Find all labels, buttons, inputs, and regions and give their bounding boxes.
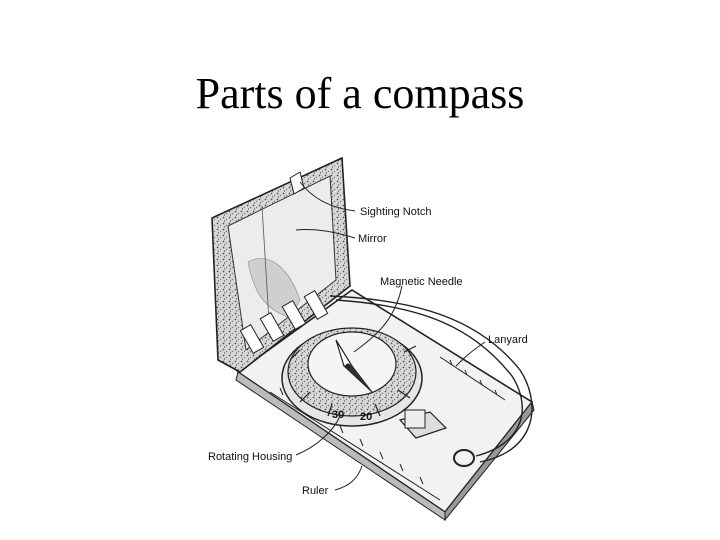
label-mirror: Mirror xyxy=(358,233,387,245)
mirror-leader xyxy=(295,229,356,239)
dial-number-20: 20 xyxy=(360,411,372,423)
label-rotating-housing: Rotating Housing xyxy=(208,451,292,463)
dial-number-30: 30 xyxy=(332,409,344,421)
hinge xyxy=(239,290,329,354)
magnetic-needle xyxy=(335,339,373,393)
slide-title: Parts of a compass xyxy=(195,69,525,118)
leader-lines xyxy=(295,181,486,491)
sight-bracket xyxy=(398,409,448,439)
ruler-leader xyxy=(334,465,363,491)
housing-leader xyxy=(295,415,341,456)
mirror-lid xyxy=(211,156,351,373)
label-magnetic-needle: Magnetic Needle xyxy=(380,276,463,288)
needle-leader xyxy=(353,285,403,353)
label-ruler: Ruler xyxy=(302,485,329,497)
lanyard-leader xyxy=(455,341,486,367)
label-sighting-notch: Sighting Notch xyxy=(360,206,432,218)
label-lanyard: Lanyard xyxy=(488,334,528,346)
lanyard xyxy=(329,295,533,467)
sighting-notch-shape xyxy=(289,171,305,195)
sighting-notch-leader xyxy=(299,181,356,212)
